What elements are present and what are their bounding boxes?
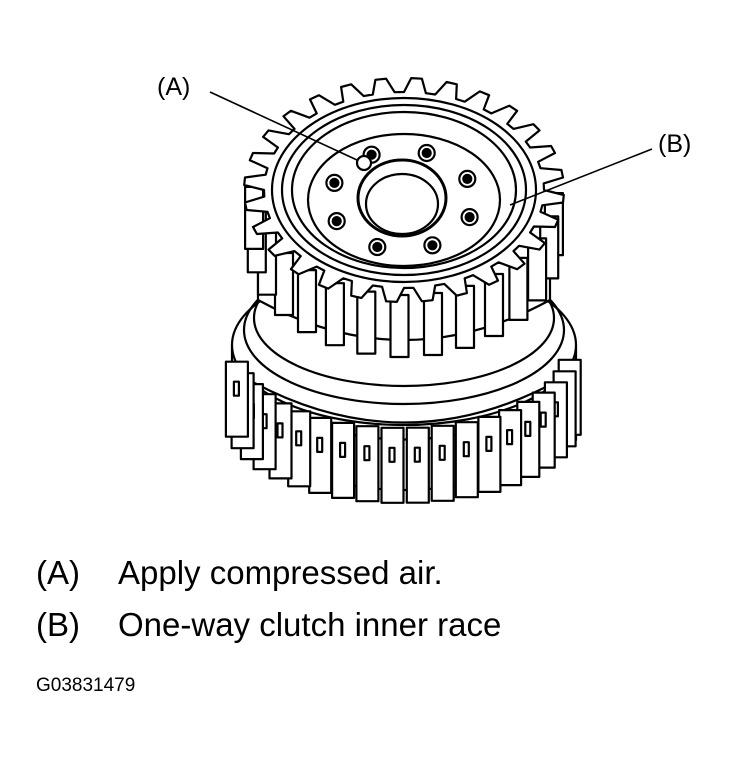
- drum-spline: [498, 409, 523, 487]
- spline-slot: [316, 436, 324, 453]
- bolt-hole-center: [464, 212, 475, 223]
- gear-tooth-face: [324, 282, 345, 347]
- legend-key-b: (B): [36, 606, 80, 643]
- gear-tooth-face: [296, 269, 318, 334]
- bolt-hole-center: [366, 149, 377, 160]
- gear-tooth-face: [273, 251, 295, 317]
- figure-code: G03831479: [36, 675, 136, 696]
- spline-slot: [506, 429, 514, 446]
- bolt-hole-center: [462, 173, 473, 184]
- drum-spline: [224, 360, 249, 438]
- bolt-hole-center: [329, 177, 340, 188]
- bolt-hole-center: [331, 216, 342, 227]
- gear-tooth-face: [422, 291, 444, 357]
- drum-spline: [331, 421, 356, 499]
- gear-tooth-face: [389, 293, 410, 359]
- spline-slot: [438, 444, 446, 461]
- bolt-hole-center: [372, 241, 383, 253]
- hub-bore: [356, 158, 448, 238]
- drum-spline: [454, 421, 479, 499]
- drum-spline: [430, 424, 455, 502]
- spline-slot: [339, 441, 347, 458]
- legend-key-a: (A): [36, 554, 80, 591]
- drum-spline: [380, 426, 405, 504]
- spline-slot: [363, 445, 371, 462]
- air-hole: [355, 154, 373, 172]
- bolt-hole-center: [427, 240, 438, 251]
- leader-line-b: [509, 148, 653, 206]
- legend-text-b: One-way clutch inner race: [118, 606, 502, 643]
- drum-spline: [477, 415, 502, 493]
- bolt-hole-center: [421, 147, 432, 159]
- spline-slot: [539, 411, 547, 428]
- spline-slot: [388, 446, 396, 463]
- drum-splines: [224, 358, 582, 504]
- spline-slot: [295, 430, 303, 447]
- drum-spline: [355, 425, 380, 503]
- spline-slot: [413, 446, 421, 463]
- gear-tooth-face: [356, 290, 377, 355]
- callout-b: (B): [658, 130, 692, 158]
- legend-row-a: (A) Apply compressed air.: [36, 556, 443, 589]
- gear-tooth-face: [244, 185, 265, 250]
- spline-slot: [524, 420, 532, 437]
- spline-slot: [485, 435, 493, 452]
- drum-spline: [405, 426, 430, 504]
- leader-line-a: [209, 91, 358, 161]
- drum-spline: [308, 416, 333, 494]
- gear: [243, 76, 565, 359]
- spline-slot: [232, 380, 240, 397]
- spline-slot: [462, 441, 470, 458]
- callout-a: (A): [157, 73, 191, 101]
- bolt-holes: [325, 143, 479, 257]
- legend-text-a: Apply compressed air.: [118, 554, 443, 591]
- spline-slot: [276, 422, 284, 439]
- clutch-inner-race-illustration: [209, 76, 653, 504]
- legend-row-b: (B) One-way clutch inner race: [36, 608, 501, 641]
